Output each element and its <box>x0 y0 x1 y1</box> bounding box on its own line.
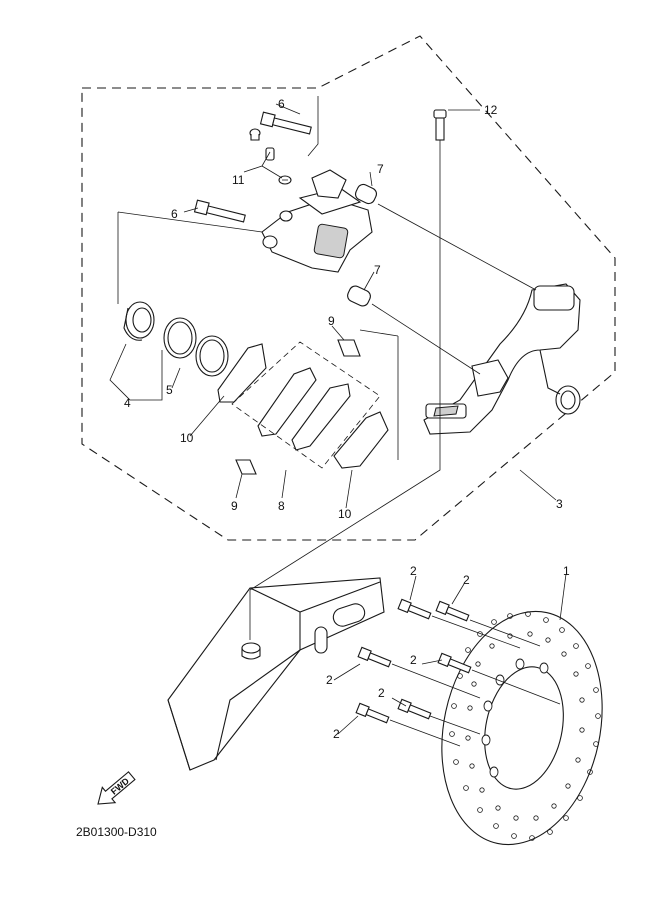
callout-2-top-left: 2 <box>410 564 417 578</box>
callout-12: 12 <box>484 103 498 117</box>
caliper-bolts <box>193 111 312 223</box>
callout-6-left: 6 <box>171 207 178 221</box>
callout-2-mid-right: 2 <box>410 653 417 667</box>
callout-9-upper: 9 <box>328 314 335 328</box>
callout-4: 4 <box>124 396 131 410</box>
piston-and-seals <box>117 211 263 377</box>
fwd-arrow-icon: FWD <box>97 771 136 805</box>
callout-2-top-right: 2 <box>463 573 470 587</box>
bleed-screw <box>249 128 292 185</box>
callout-leaders <box>109 103 567 735</box>
callout-10-left: 10 <box>180 431 194 445</box>
pin-boots <box>347 183 537 375</box>
caliper-body <box>261 169 373 273</box>
reference-lines <box>249 96 441 640</box>
callout-2-mid-left: 2 <box>326 673 333 687</box>
callout-9-lower: 9 <box>231 499 238 513</box>
callout-6-top: 6 <box>278 97 285 111</box>
callout-11: 11 <box>232 173 245 187</box>
brake-disc <box>441 610 603 846</box>
callout-7-top: 7 <box>377 162 384 176</box>
callout-8: 8 <box>278 499 285 513</box>
callout-5: 5 <box>166 383 173 397</box>
drawing-code: 2B01300-D310 <box>76 825 157 839</box>
callout-1: 1 <box>563 564 570 578</box>
callout-2-lower-mid: 2 <box>378 686 385 700</box>
swing-arm <box>167 577 385 771</box>
callout-10-right: 10 <box>338 507 352 521</box>
pad-clips <box>235 339 361 475</box>
brake-pads <box>217 341 389 469</box>
callout-3: 3 <box>556 497 563 511</box>
callout-7-lower: 7 <box>374 263 381 277</box>
caliper-bracket <box>423 283 581 435</box>
disc-bolts <box>355 598 561 747</box>
caliper-assembly-boundary <box>81 35 616 541</box>
bracket-bolt <box>433 109 447 430</box>
callout-2-lower-left: 2 <box>333 727 340 741</box>
